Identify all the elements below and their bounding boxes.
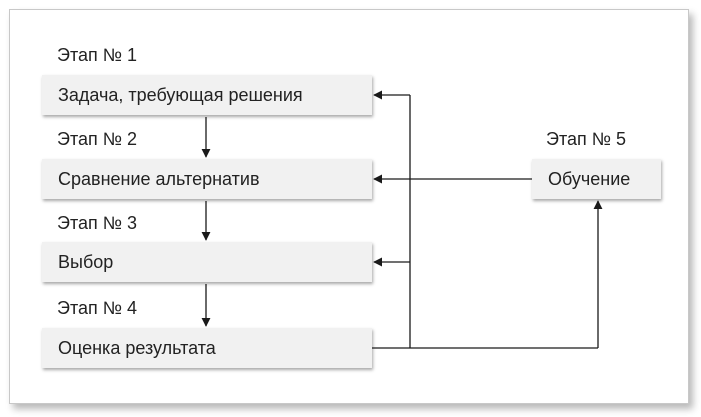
stage-2-label: Этап № 2 (57, 129, 138, 149)
stage-1-box: Задача, требующая решения (42, 75, 372, 115)
stage-3-box: Выбор (42, 242, 372, 282)
stage-3-label: Этап № 3 (57, 213, 138, 233)
stage-5-label: Этап № 5 (546, 129, 627, 149)
stage-5-box: Обучение (532, 159, 661, 199)
stage-4-label: Этап № 4 (57, 298, 138, 318)
stage-1-label: Этап № 1 (57, 45, 138, 65)
stage-2-box: Сравнение альтернатив (42, 159, 372, 199)
stage-4-box: Оценка результата (42, 328, 372, 368)
